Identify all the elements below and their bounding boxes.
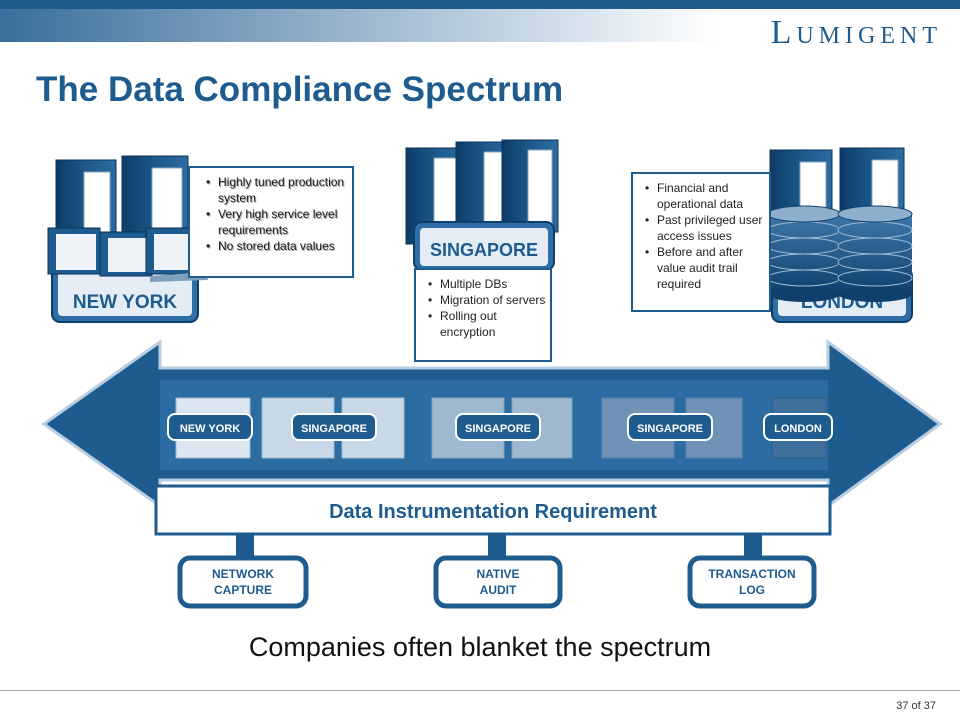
segment-label: NEW YORK (180, 423, 240, 435)
database-icon (767, 205, 841, 302)
slide-title: The Data Compliance Spectrum (36, 70, 564, 109)
terminal-icon (47, 227, 101, 275)
page-number: 37 of 37 (896, 700, 936, 712)
spectrum-segment: NEW YORK (167, 397, 253, 459)
method-transaction-log: TRANSACTION LOG (687, 555, 817, 609)
header-gradient-bar (0, 9, 960, 42)
note-item: Multiple DBs (428, 276, 546, 292)
tagline: Companies often blanket the spectrum (248, 632, 712, 662)
london-notes: Financial and operational data Past priv… (631, 172, 771, 312)
spectrum-segment: SINGAPORE (261, 397, 405, 459)
segment-label: SINGAPORE (465, 423, 531, 435)
method-line2: LOG (739, 583, 765, 597)
note-item: Financial and operational data (645, 180, 767, 212)
segment-label: SINGAPORE (301, 423, 367, 435)
method-network-capture: NETWORK CAPTURE (177, 555, 309, 609)
instrumentation-bar-label: Data Instrumentation Requirement (329, 501, 657, 523)
connector (744, 534, 762, 560)
new-york-label: NEW YORK (73, 292, 177, 313)
note-item: Before and after value audit trail requi… (645, 244, 767, 292)
method-line1: TRANSACTION (708, 567, 795, 581)
connector (236, 534, 254, 560)
segment-label: SINGAPORE (637, 423, 703, 435)
singapore-notes: Multiple DBs Migration of servers Rollin… (414, 268, 552, 362)
note-item: Highly tuned production system (206, 174, 346, 206)
new-york-site: NEW YORK (47, 155, 208, 323)
singapore-site: SINGAPORE (405, 139, 559, 271)
note-item: Very high service level requirements (206, 206, 346, 238)
spectrum-segment: SINGAPORE (431, 397, 573, 459)
method-line1: NETWORK (212, 567, 274, 581)
singapore-label: SINGAPORE (430, 240, 538, 260)
server-icon (501, 139, 559, 233)
method-line2: AUDIT (480, 583, 517, 597)
method-native-audit: NATIVE AUDIT (433, 555, 563, 609)
spectrum-segment: LONDON (763, 397, 833, 459)
instrumentation-bar: Data Instrumentation Requirement (154, 484, 832, 536)
database-icon (837, 205, 913, 302)
note-item: Past privileged user access issues (645, 212, 767, 244)
spectrum-segment: SINGAPORE (601, 397, 743, 459)
connector (488, 534, 506, 560)
note-item: Rolling out encryption (428, 308, 546, 340)
segment-label: LONDON (774, 423, 822, 435)
method-line2: CAPTURE (214, 583, 272, 597)
company-logo: Lumigent (770, 14, 942, 51)
terminal-icon (99, 231, 153, 277)
new-york-notes: Highly tuned production system Very high… (188, 166, 354, 278)
footer-divider (0, 690, 960, 691)
note-item: Migration of servers (428, 292, 546, 308)
top-accent-bar (0, 0, 960, 9)
london-site: LONDON (767, 147, 913, 323)
note-item: No stored data values (206, 238, 346, 254)
method-line1: NATIVE (476, 567, 519, 581)
